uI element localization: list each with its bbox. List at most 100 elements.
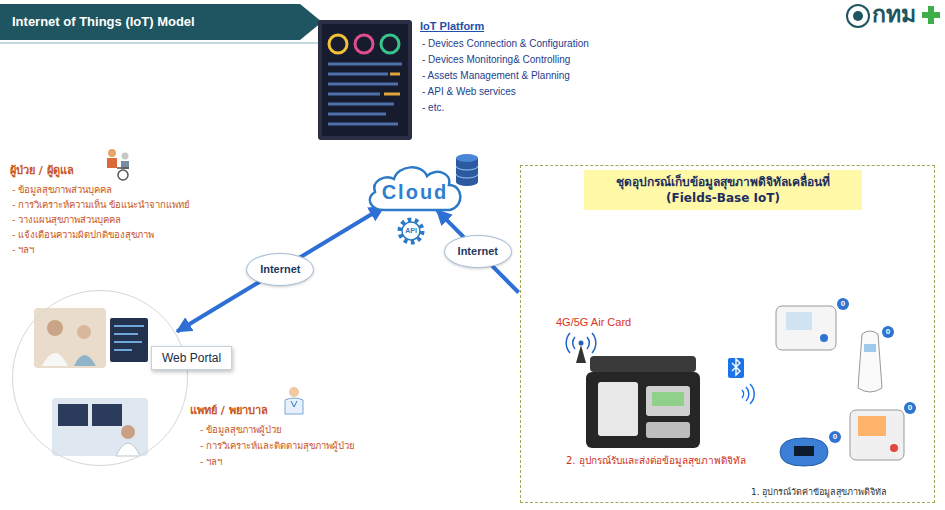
pulse-oximeter <box>794 446 814 456</box>
logo-text: กทม <box>872 1 916 29</box>
patient-caregiver-icon <box>107 158 117 168</box>
feature-item: - Devices Monitoring& Controlling <box>422 54 570 66</box>
thermometer <box>864 344 876 352</box>
title-text: Internet of Things (IoT) Model <box>12 14 195 30</box>
internet-link <box>177 207 383 332</box>
doctor-photo <box>116 443 140 456</box>
monitor-photo <box>110 318 148 362</box>
network-cloud-label: Internet <box>246 253 314 286</box>
kit-case <box>646 386 690 416</box>
doctor-icon <box>285 387 303 414</box>
dashboard-screen <box>384 74 400 94</box>
patient-caregiver-icon <box>107 149 129 180</box>
blood-pressure-monitor <box>776 306 836 350</box>
monitor-photo <box>114 326 144 350</box>
kit-case <box>586 356 700 448</box>
connectors <box>177 207 519 332</box>
database-icon <box>456 154 478 186</box>
dashboard-screen <box>328 64 402 124</box>
dashboard-screen <box>322 24 408 136</box>
title-banner <box>0 4 330 43</box>
doctor-photo <box>52 398 148 456</box>
blood-pressure-monitor <box>776 306 836 350</box>
kit-case <box>646 422 690 438</box>
bluetooth-icon <box>732 359 740 375</box>
platform-heading: IoT Platform <box>420 20 484 33</box>
group-heading: ผู้ป่วย / ผู้ดูแล <box>10 164 74 177</box>
device-counter: 0 <box>837 298 849 310</box>
dashboard-screen <box>355 35 373 53</box>
title-banner <box>0 43 330 44</box>
logo-emblem <box>847 5 869 27</box>
benefit-item: - ข้อมูลสุขภาพส่วนบุคคล <box>12 184 112 195</box>
thermometer <box>858 331 882 392</box>
green-cross <box>922 6 940 24</box>
device-caption: 1. อุปกรณ์วัดค่าข้อมูลสุขภาพดิจิทัล <box>751 487 887 498</box>
cloud-label: Cloud <box>382 172 449 204</box>
patient-caregiver-icon <box>117 167 129 169</box>
blood-pressure-monitor <box>850 410 904 460</box>
patient-caregiver-icon <box>122 153 129 160</box>
network-cloud-label: Internet <box>444 235 512 268</box>
bluetooth-icon <box>728 358 754 404</box>
dashboard-screen <box>381 35 399 53</box>
benefit-item: - แจ้งเตือนความผิดปกติของสุขภาพ <box>12 229 154 240</box>
kit-case <box>590 356 696 372</box>
benefit-item: - ข้อมูลสุขภาพผู้ป่วย <box>200 424 282 435</box>
web-portal-circle: Web Portal <box>12 290 188 466</box>
benefit-item: - การวิเคราะห์และติดตามสุขภาพผู้ป่วย <box>200 440 355 451</box>
doctor-icon <box>289 387 299 397</box>
field-kit-region: 4G/5G Air Card2. อุปกรณ์รับและส่งต่อข้อม… <box>520 165 935 503</box>
doctor-icon <box>285 398 303 414</box>
pulse-oximeter <box>780 438 828 466</box>
logo-emblem <box>853 11 863 21</box>
benefit-item: - ฯลฯ <box>200 456 222 467</box>
cloud-outline <box>370 167 461 210</box>
device-counter: 0 <box>904 402 916 414</box>
patient-photo <box>34 308 106 368</box>
air-card-antenna <box>579 341 584 346</box>
logo-emblem <box>847 5 869 27</box>
patient-photo <box>47 320 63 336</box>
doctor-photo <box>58 404 88 426</box>
blood-pressure-monitor <box>820 334 828 342</box>
bluetooth-icon <box>742 384 754 404</box>
pulse-oximeter <box>780 438 828 466</box>
patient-photo <box>42 353 68 366</box>
kit-case <box>652 392 684 406</box>
internet-link <box>437 210 519 292</box>
patient-photo <box>34 308 106 368</box>
doctor-photo <box>52 398 148 456</box>
cloud-node: Cloud <box>362 160 468 216</box>
benefit-item: - วางแผนสุขภาพส่วนบุคคล <box>12 214 121 225</box>
device-counter: 0 <box>882 326 894 338</box>
database-icon <box>456 158 478 186</box>
patient-photo <box>77 325 91 339</box>
blood-pressure-monitor <box>858 416 886 436</box>
dashboard-screen <box>318 20 412 140</box>
api-gear <box>400 220 422 242</box>
feature-item: - etc. <box>422 102 444 114</box>
dashboard-screen <box>329 35 347 53</box>
kit-title: ชุดอุปกรณ์เก็บข้อมูลสุขภาพดิจิทัลเคลื่อน… <box>592 174 854 206</box>
bluetooth-icon <box>728 358 744 378</box>
api-gear <box>402 222 420 240</box>
monitor-photo <box>110 318 148 362</box>
title-banner <box>0 4 322 40</box>
api-gear <box>400 220 422 242</box>
air-card-antenna <box>566 333 596 353</box>
air-card-antenna <box>576 345 586 363</box>
feature-item: - Devices Connection & Configuration <box>422 38 589 50</box>
benefit-item: - การวิเคราะห์ความเห็น ข้อแนะนำจากแพทย์ <box>12 199 190 210</box>
blood-pressure-monitor <box>786 312 812 330</box>
device-counter: 0 <box>829 431 841 443</box>
patient-caregiver-icon <box>108 149 116 157</box>
thermometer <box>858 331 882 392</box>
patient-photo <box>74 355 96 366</box>
database-icon <box>456 154 478 162</box>
doctor-photo <box>121 425 135 439</box>
feature-item: - Assets Management & Planning <box>422 70 570 82</box>
patient-caregiver-icon <box>118 170 128 180</box>
green-cross <box>922 6 940 24</box>
